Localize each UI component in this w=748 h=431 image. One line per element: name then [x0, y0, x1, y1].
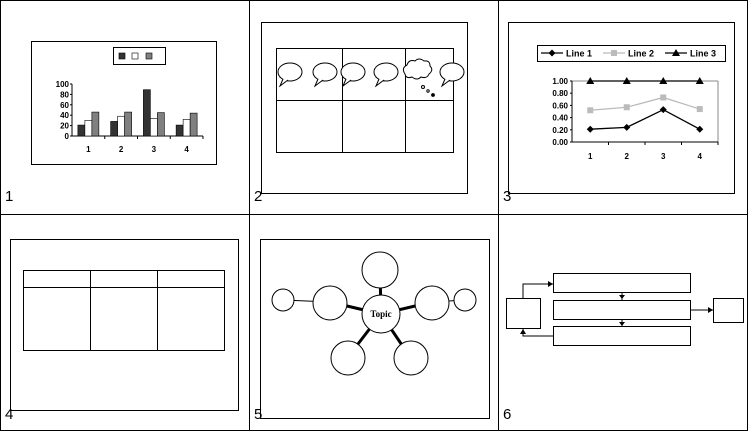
y-tick-label: 1.00 — [552, 77, 568, 86]
x-tick-label: 2 — [625, 152, 630, 161]
panel-5-mind-map-slide[interactable]: Topic — [260, 239, 490, 419]
data-point — [660, 94, 667, 101]
output-box — [713, 298, 744, 323]
arrow-heads — [520, 281, 713, 334]
bar — [157, 112, 165, 137]
panel-3-line-chart-slide[interactable]: Line 1 Line 2 Line 3 0.00 0.20 0.40 0.60 0.80 1… — [508, 22, 735, 194]
series-line-2 — [590, 96, 700, 111]
node-circle — [271, 288, 295, 312]
y-tick-label: 40 — [60, 111, 69, 120]
legend-label: Line 2 — [628, 49, 654, 59]
data-point — [696, 106, 703, 113]
x-tick-label: 3 — [661, 152, 666, 161]
bar — [189, 112, 198, 137]
data-point — [587, 107, 594, 114]
data-point — [695, 77, 704, 84]
bar — [91, 111, 100, 137]
topic-label: Topic — [370, 309, 391, 319]
y-tick-label: 0.00 — [552, 138, 568, 147]
y-tick-label: 0.60 — [552, 101, 568, 110]
legend-marker — [611, 50, 617, 56]
panel-number: 1 — [5, 188, 14, 205]
legend-swatch-2 — [131, 52, 139, 60]
line-legend: Line 1 Line 2 Line 3 — [541, 49, 716, 59]
data-point — [659, 106, 667, 114]
bar — [110, 121, 118, 137]
data-point — [586, 77, 595, 84]
data-point — [696, 125, 704, 133]
bar — [77, 124, 86, 137]
y-tick-label: 0.20 — [552, 126, 568, 135]
speech-bubble-icon — [373, 62, 399, 88]
y-tick-label: 80 — [60, 90, 69, 99]
node-circle — [453, 288, 477, 312]
bar — [117, 115, 125, 137]
data-point — [659, 77, 668, 84]
node-circle — [312, 285, 348, 321]
flow-box — [553, 273, 691, 293]
y-tick-label: 100 — [56, 80, 70, 89]
y-tick-label: 0.80 — [552, 89, 568, 98]
speech-bubble-icon — [340, 62, 366, 88]
bar — [182, 119, 191, 137]
y-tick-label: 60 — [60, 101, 69, 110]
panel-4-table-slide[interactable] — [10, 239, 239, 411]
line-plot: 0.00 0.20 0.40 0.60 0.80 1.00 1 2 3 4 — [552, 77, 719, 161]
y-tick-label: 0.40 — [552, 114, 568, 123]
flow-box — [553, 300, 691, 320]
legend-marker — [672, 49, 680, 56]
legend-label: Line 1 — [566, 49, 592, 59]
x-tick-label: 4 — [698, 152, 703, 161]
flow-box — [553, 326, 691, 346]
legend-label: Line 3 — [690, 49, 716, 59]
legend-swatch-1 — [118, 52, 126, 60]
node-circle — [414, 285, 450, 321]
legend-swatch-3 — [145, 52, 153, 60]
bar — [150, 118, 158, 137]
panel-2-speech-bubble-slide[interactable] — [261, 22, 468, 194]
node-circle — [361, 251, 399, 289]
data-point — [622, 77, 631, 84]
y-tick-label: 0 — [65, 132, 70, 141]
series-line-1 — [590, 108, 701, 130]
x-tick-label: 1 — [86, 145, 91, 154]
bar — [124, 111, 132, 137]
panel-number: 4 — [5, 406, 14, 423]
panel-6-flow-diagram-slide[interactable] — [506, 273, 744, 346]
bar — [175, 124, 184, 137]
x-tick-label: 2 — [119, 145, 124, 154]
x-tick-label: 3 — [152, 145, 157, 154]
speech-bubble-icon — [277, 62, 303, 88]
bar-legend — [113, 47, 166, 65]
data-point — [623, 123, 631, 131]
input-box — [506, 298, 541, 329]
bar — [84, 120, 93, 137]
panel-number: 3 — [503, 188, 512, 205]
panel-number: 5 — [254, 406, 263, 423]
x-tick-label: 4 — [184, 145, 189, 154]
node-circle — [330, 340, 366, 376]
legend-marker — [548, 49, 556, 57]
data-point — [623, 104, 630, 111]
topic-circle — [361, 294, 401, 334]
node-circle — [393, 340, 429, 376]
thought-bubble-icon — [402, 58, 435, 97]
speech-bubble-icon — [439, 62, 465, 88]
y-tick-label: 20 — [60, 122, 69, 131]
panel-number: 6 — [503, 406, 512, 423]
speech-bubble-icon — [312, 62, 338, 88]
x-tick-label: 1 — [588, 152, 593, 161]
panel-number: 2 — [254, 188, 263, 205]
data-point — [586, 125, 594, 133]
bar — [143, 89, 151, 137]
